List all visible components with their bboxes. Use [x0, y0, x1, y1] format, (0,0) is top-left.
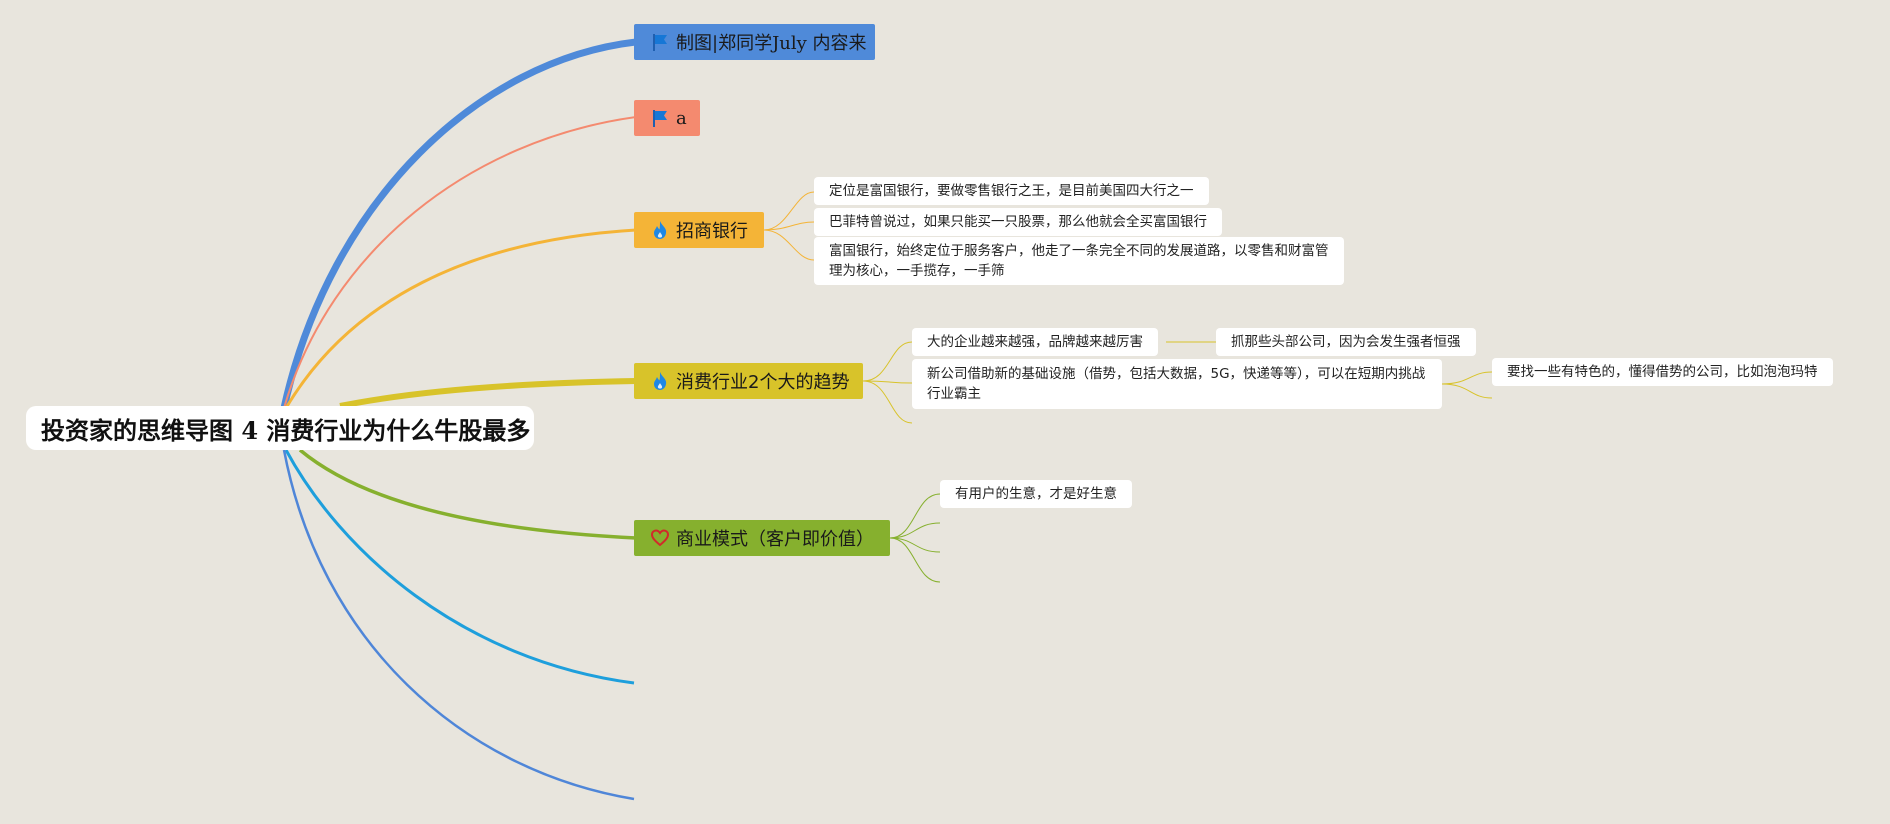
connector-biz-2 [889, 522, 941, 539]
connector-branch-5 [298, 448, 637, 540]
flag-icon [653, 34, 667, 51]
branch-topic-3[interactable]: 招商银行 [634, 212, 764, 248]
connector-biz-3 [889, 537, 941, 553]
connector-branch-3 [284, 228, 637, 409]
branch-topic-1[interactable]: 制图|郑同学July 内容来 [634, 24, 875, 60]
leaf-cmb-1[interactable]: 定位是富国银行，要做零售银行之王，是目前美国四大行之一 [814, 177, 1209, 205]
connector-trend-1 [862, 341, 913, 382]
root-topic[interactable]: 投资家的思维导图 4 消费行业为什么牛股最多 [26, 406, 534, 450]
connector-branch-4 [339, 378, 637, 409]
leaf-trend-2[interactable]: 新公司借助新的基础设施（借势，包括大数据，5G，快递等等），可以在短期内挑战行业… [912, 359, 1442, 409]
leaf-biz-1-label: 有用户的生意，才是好生意 [955, 486, 1117, 502]
leaf-cmb-2[interactable]: 巴菲特曾说过，如果只能买一只股票，那么他就会全买富国银行 [814, 208, 1222, 236]
branch-topic-3-label: 招商银行 [676, 221, 748, 242]
branch-topic-2-label: a [676, 107, 687, 129]
root-topic-label: 投资家的思维导图 4 消费行业为什么牛股最多 [41, 415, 531, 445]
connector-branch-1 [280, 38, 640, 412]
connector-cmb-1 [763, 191, 815, 231]
connector-branch-6 [284, 449, 635, 685]
connector-branch-7 [282, 449, 635, 801]
leaf-trend-1-child[interactable]: 抓那些头部公司，因为会发生强者恒强 [1216, 328, 1476, 356]
leaf-trend-2-label: 新公司借助新的基础设施（借势，包括大数据，5G，快递等等），可以在短期内挑战行业… [927, 366, 1426, 402]
leaf-biz-1[interactable]: 有用户的生意，才是好生意 [940, 480, 1132, 508]
connector-trend-2a [1441, 371, 1493, 385]
branch-topic-4-label: 消费行业2个大的趋势 [676, 372, 850, 393]
connector-biz-4 [889, 537, 941, 583]
leaf-trend-1-label: 大的企业越来越强，品牌越来越厉害 [927, 334, 1143, 350]
branch-topic-4[interactable]: 消费行业2个大的趋势 [634, 363, 863, 399]
branch-topic-1-label: 制图|郑同学July 内容来 [676, 33, 867, 54]
leaf-trend-1-child-label: 抓那些头部公司，因为会发生强者恒强 [1231, 334, 1461, 350]
leaf-cmb-3-label: 富国银行，始终定位于服务客户，他走了一条完全不同的发展道路，以零售和财富管理为核… [829, 243, 1329, 279]
leaf-trend-2-child-label: 要找一些有特色的，懂得借势的公司，比如泡泡玛特 [1507, 364, 1818, 380]
connector-trend-3 [862, 380, 913, 424]
branch-topic-2[interactable]: a [634, 100, 700, 136]
leaf-trend-1[interactable]: 大的企业越来越强，品牌越来越厉害 [912, 328, 1158, 356]
leaf-trend-2-child[interactable]: 要找一些有特色的，懂得借势的公司，比如泡泡玛特 [1492, 358, 1833, 386]
connector-trend-2 [862, 380, 913, 384]
leaf-cmb-1-label: 定位是富国银行，要做零售银行之王，是目前美国四大行之一 [829, 183, 1194, 199]
connector-biz-1 [889, 493, 941, 539]
connector-cmb-3 [763, 229, 815, 261]
connector-branch-2 [283, 116, 637, 409]
flag-icon [653, 110, 667, 127]
leaf-cmb-2-label: 巴菲特曾说过，如果只能买一只股票，那么他就会全买富国银行 [829, 214, 1207, 230]
connector-trend-2b [1441, 383, 1493, 399]
heart-icon [650, 529, 670, 547]
flame-icon [654, 372, 667, 390]
connector-cmb-2 [763, 221, 815, 231]
branch-topic-5-label: 商业模式（客户即价值） [676, 529, 874, 550]
leaf-cmb-3[interactable]: 富国银行，始终定位于服务客户，他走了一条完全不同的发展道路，以零售和财富管理为核… [814, 237, 1344, 285]
branch-topic-5[interactable]: 商业模式（客户即价值） [634, 520, 890, 556]
flame-icon [654, 221, 667, 239]
